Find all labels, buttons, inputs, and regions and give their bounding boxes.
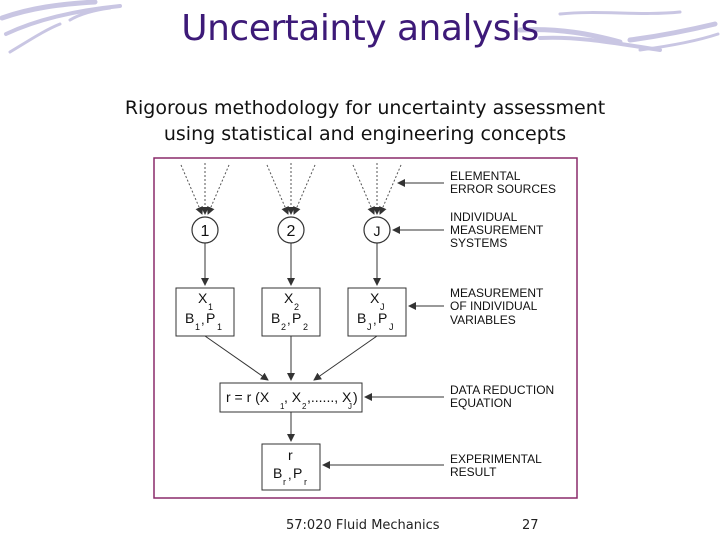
variable-box-1: X 1 B 1 , P 1 [175,287,235,337]
label-data-reduction-2: EQUATION [450,396,512,410]
footer-course: 57:020 Fluid Mechanics [286,518,440,533]
variable-j-x-sub: J [380,302,385,312]
variable-2-p-sub: 2 [303,322,308,332]
variable-1-b: B [185,310,194,326]
footer-page-number: 27 [522,518,539,533]
variable-j-p: P [378,310,387,326]
stage-labels: ELEMENTAL ERROR SOURCES INDIVIDUAL MEASU… [450,169,556,479]
variable-1-x-sub: 1 [208,302,213,312]
variable-1-p: P [206,310,215,326]
variable-2-b: B [271,310,280,326]
variable-1-x: X [198,290,208,306]
label-pointer-arrows [322,179,444,469]
system-to-variable-arrows [201,243,381,286]
label-measurement-1: MEASUREMENT [450,286,544,300]
label-elemental-2: ERROR SOURCES [450,182,556,196]
variable-box-j: X J B J , P J [347,287,407,337]
data-reduction-equation-box: r = r (X 1 , X 2 ,......, X J ) [219,382,363,413]
label-result-2: RESULT [450,465,497,479]
elemental-error-source-lines [180,163,402,215]
slide-subtitle: Rigorous methodology for uncertainty ass… [100,95,630,147]
measurement-system-j: J [363,216,391,244]
measurement-system-2: 2 [277,216,305,244]
equation-lhs: r = r (X [226,389,270,405]
equation-sub-j: J [348,402,352,411]
result-b-sub: r [283,477,286,487]
svg-text:,: , [373,312,377,327]
variable-box-2: X 2 B 2 , P 2 [261,287,321,337]
subtitle-line-1: Rigorous methodology for uncertainty ass… [124,97,606,119]
result-p: P [293,465,302,481]
svg-text:,: , [288,467,292,482]
result-p-sub: r [304,477,307,487]
equation-mid-1: , X [284,389,302,405]
equation-sub-1: 1 [280,402,285,411]
variable-to-equation-arrows [204,335,378,381]
experimental-result-box: r B r , P r [261,443,321,491]
label-individual-1: INDIVIDUAL [450,210,518,224]
system-1-label: 1 [201,223,210,240]
variable-2-p: P [292,310,301,326]
label-individual-3: SYSTEMS [450,236,507,250]
label-measurement-2: OF INDIVIDUAL [450,299,538,313]
variable-2-x-sub: 2 [294,302,299,312]
label-measurement-3: VARIABLES [450,313,516,327]
system-j-label: J [374,223,381,239]
subtitle-line-2: using statistical and engineering concep… [163,123,567,145]
label-individual-2: MEASUREMENT [450,223,544,237]
result-b: B [273,465,282,481]
equation-end: ) [353,389,358,405]
equation-sub-2: 2 [302,402,307,411]
variable-1-p-sub: 1 [217,322,222,332]
label-data-reduction-1: DATA REDUCTION [450,383,554,397]
header-swoosh-decoration [0,0,720,54]
measurement-system-1: 1 [191,216,219,244]
variable-j-p-sub: J [389,322,394,332]
svg-text:,: , [201,312,205,327]
label-result-1: EXPERIMENTAL [450,452,542,466]
variable-j-b: B [357,310,366,326]
variable-1-b-sub: 1 [195,322,200,332]
equation-mid-2: ,......, X [307,389,352,405]
system-2-label: 2 [287,223,296,240]
svg-text:,: , [287,312,291,327]
variable-j-x: X [370,290,380,306]
variable-2-x: X [284,290,294,306]
variable-2-b-sub: 2 [281,322,286,332]
slide-title: Uncertainty analysis [181,8,539,49]
label-elemental-1: ELEMENTAL [450,169,521,183]
result-r: r [288,447,293,463]
diagram-frame [153,157,578,499]
variable-j-b-sub: J [367,322,372,332]
